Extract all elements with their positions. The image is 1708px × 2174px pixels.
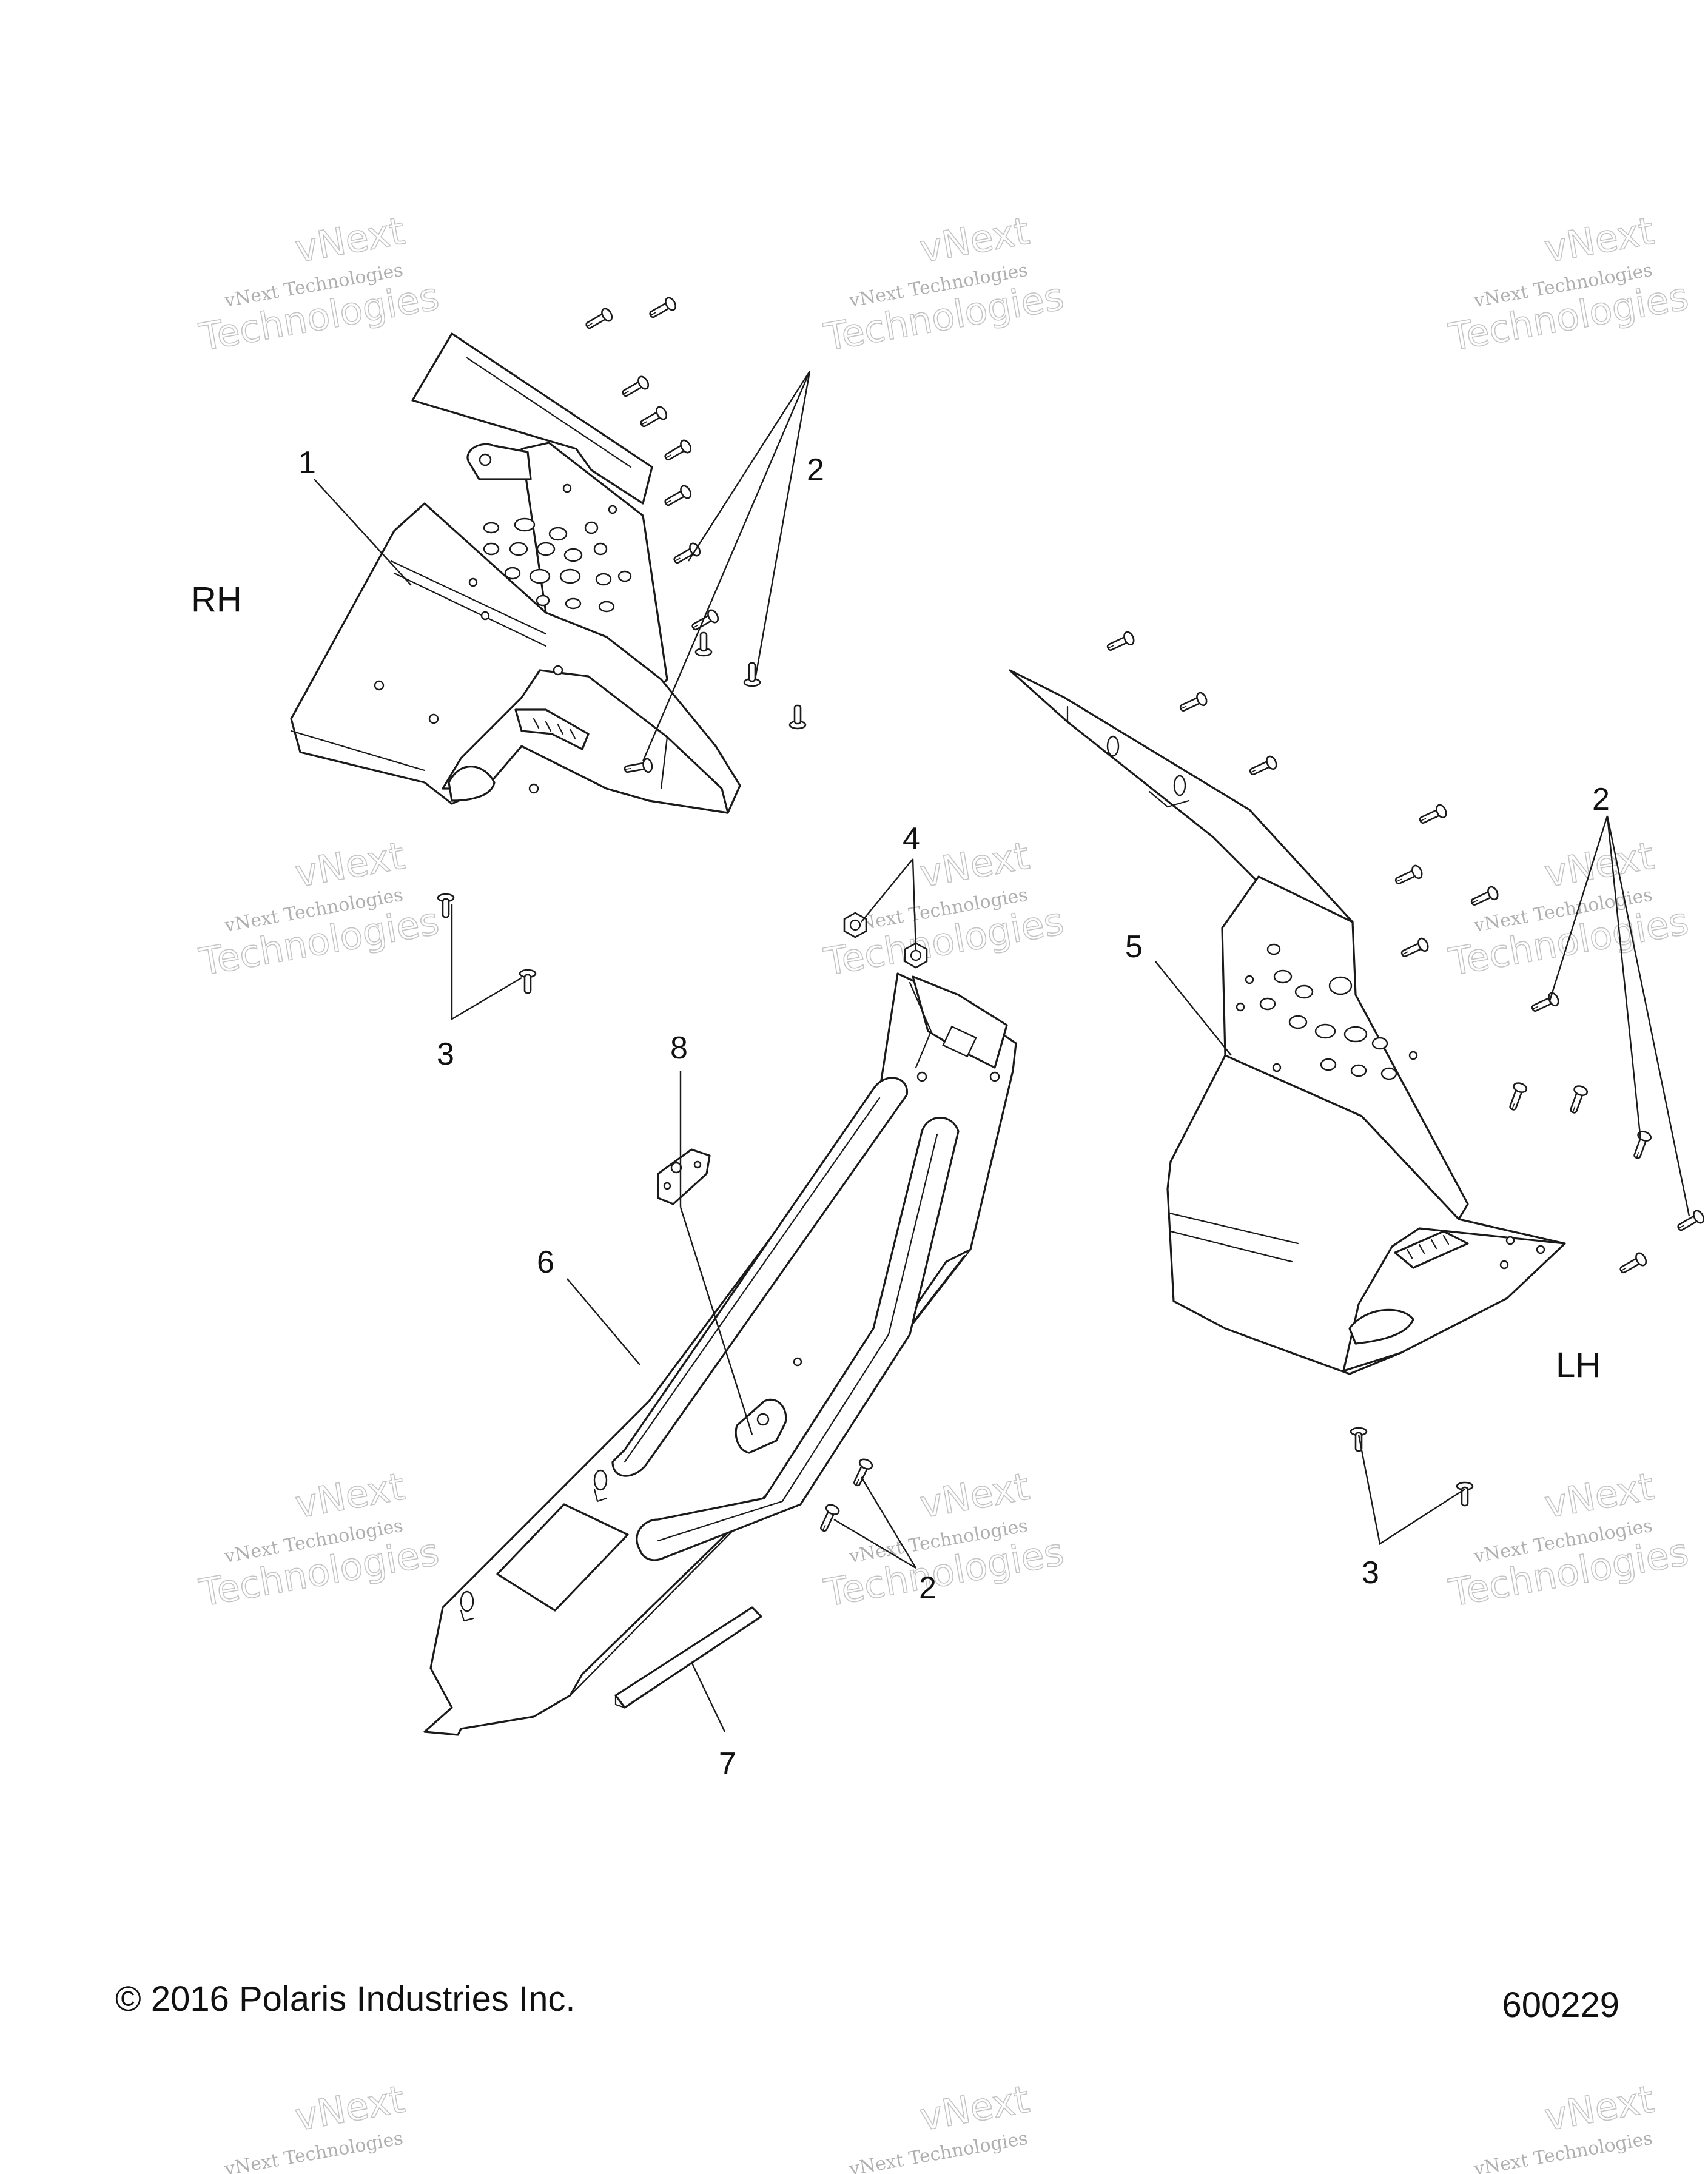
bolt (582, 306, 615, 333)
bolt (1104, 630, 1137, 655)
rivet (519, 969, 537, 994)
watermark: vNext vNext Technologies Technologies (820, 1464, 1067, 1616)
figure-number: 600229 (1502, 1985, 1619, 2025)
bolt (816, 1502, 841, 1535)
callout-labels: 1 2 2 2 3 3 4 5 6 7 8 RH LH (191, 445, 1610, 1782)
bolt (646, 295, 679, 322)
watermark: vNext vNext Technologies Technologies (195, 208, 442, 360)
part-1-rh-footwell (290, 332, 741, 814)
callout-1: 1 (298, 445, 316, 480)
callout-2-rh: 2 (807, 453, 824, 488)
watermark: vNext vNext Technologies (223, 2076, 408, 2174)
bolt (688, 607, 721, 634)
callout-2-lh: 2 (1592, 782, 1610, 817)
callout-2-floor: 2 (919, 1570, 936, 1606)
bolt (1616, 1250, 1649, 1277)
bolt (1468, 884, 1501, 910)
leader-lines (314, 371, 1690, 1732)
bolt (1416, 803, 1449, 828)
bolt (1246, 754, 1279, 779)
rivet (1456, 1481, 1474, 1507)
part-8-brackets (657, 1148, 802, 1454)
callout-5: 5 (1125, 929, 1143, 964)
lh-fasteners (1104, 630, 1707, 1507)
bolt (637, 404, 670, 431)
bolt (1565, 1083, 1590, 1116)
part-7-strip (614, 1606, 762, 1709)
bolt (1629, 1129, 1653, 1161)
copyright-notice: © 2016 Polaris Industries Inc. (115, 1979, 575, 2019)
callout-4: 4 (903, 821, 920, 856)
rivet (694, 631, 713, 657)
rivet (788, 704, 807, 730)
watermark: vNext vNext Technologies Technologies (820, 208, 1067, 360)
watermark: vNext vNext Technologies Technologies (195, 1464, 442, 1616)
rh-label: RH (191, 580, 242, 619)
lh-label: LH (1556, 1345, 1601, 1385)
bolt (1392, 863, 1425, 889)
bolt (1177, 690, 1209, 716)
watermark: vNext vNext Technologies Technologies (820, 833, 1067, 985)
bolt (1528, 991, 1561, 1016)
bolt (661, 437, 694, 465)
bolt (1398, 936, 1431, 961)
bolt (661, 483, 694, 510)
callout-3-lh: 3 (1362, 1555, 1379, 1590)
bolt (1505, 1080, 1529, 1112)
part-6-floor-panel (423, 972, 1017, 1736)
watermark: vNext vNext Technologies Technologies (1445, 1464, 1692, 1616)
watermark: vNext vNext Technologies Technologies (1445, 208, 1692, 360)
callout-7: 7 (719, 1746, 736, 1782)
watermark: vNext vNext Technologies Technologies (195, 833, 442, 985)
watermark: vNext vNext Technologies (847, 2076, 1033, 2174)
rivet (1350, 1427, 1368, 1452)
floor-fasteners (816, 1456, 875, 1535)
bolt (849, 1456, 875, 1489)
nut (843, 912, 867, 938)
callout-6: 6 (537, 1245, 554, 1280)
callout-8: 8 (670, 1031, 688, 1066)
watermark: vNext vNext Technologies (1472, 2076, 1658, 2174)
footer: © 2016 Polaris Industries Inc. 600229 (115, 1979, 1619, 2025)
part-5-lh-footwell (1009, 669, 1566, 1375)
callout-3-rh: 3 (437, 1037, 454, 1072)
bolt (1674, 1208, 1707, 1235)
bolt (670, 540, 703, 568)
bolt (619, 374, 651, 401)
